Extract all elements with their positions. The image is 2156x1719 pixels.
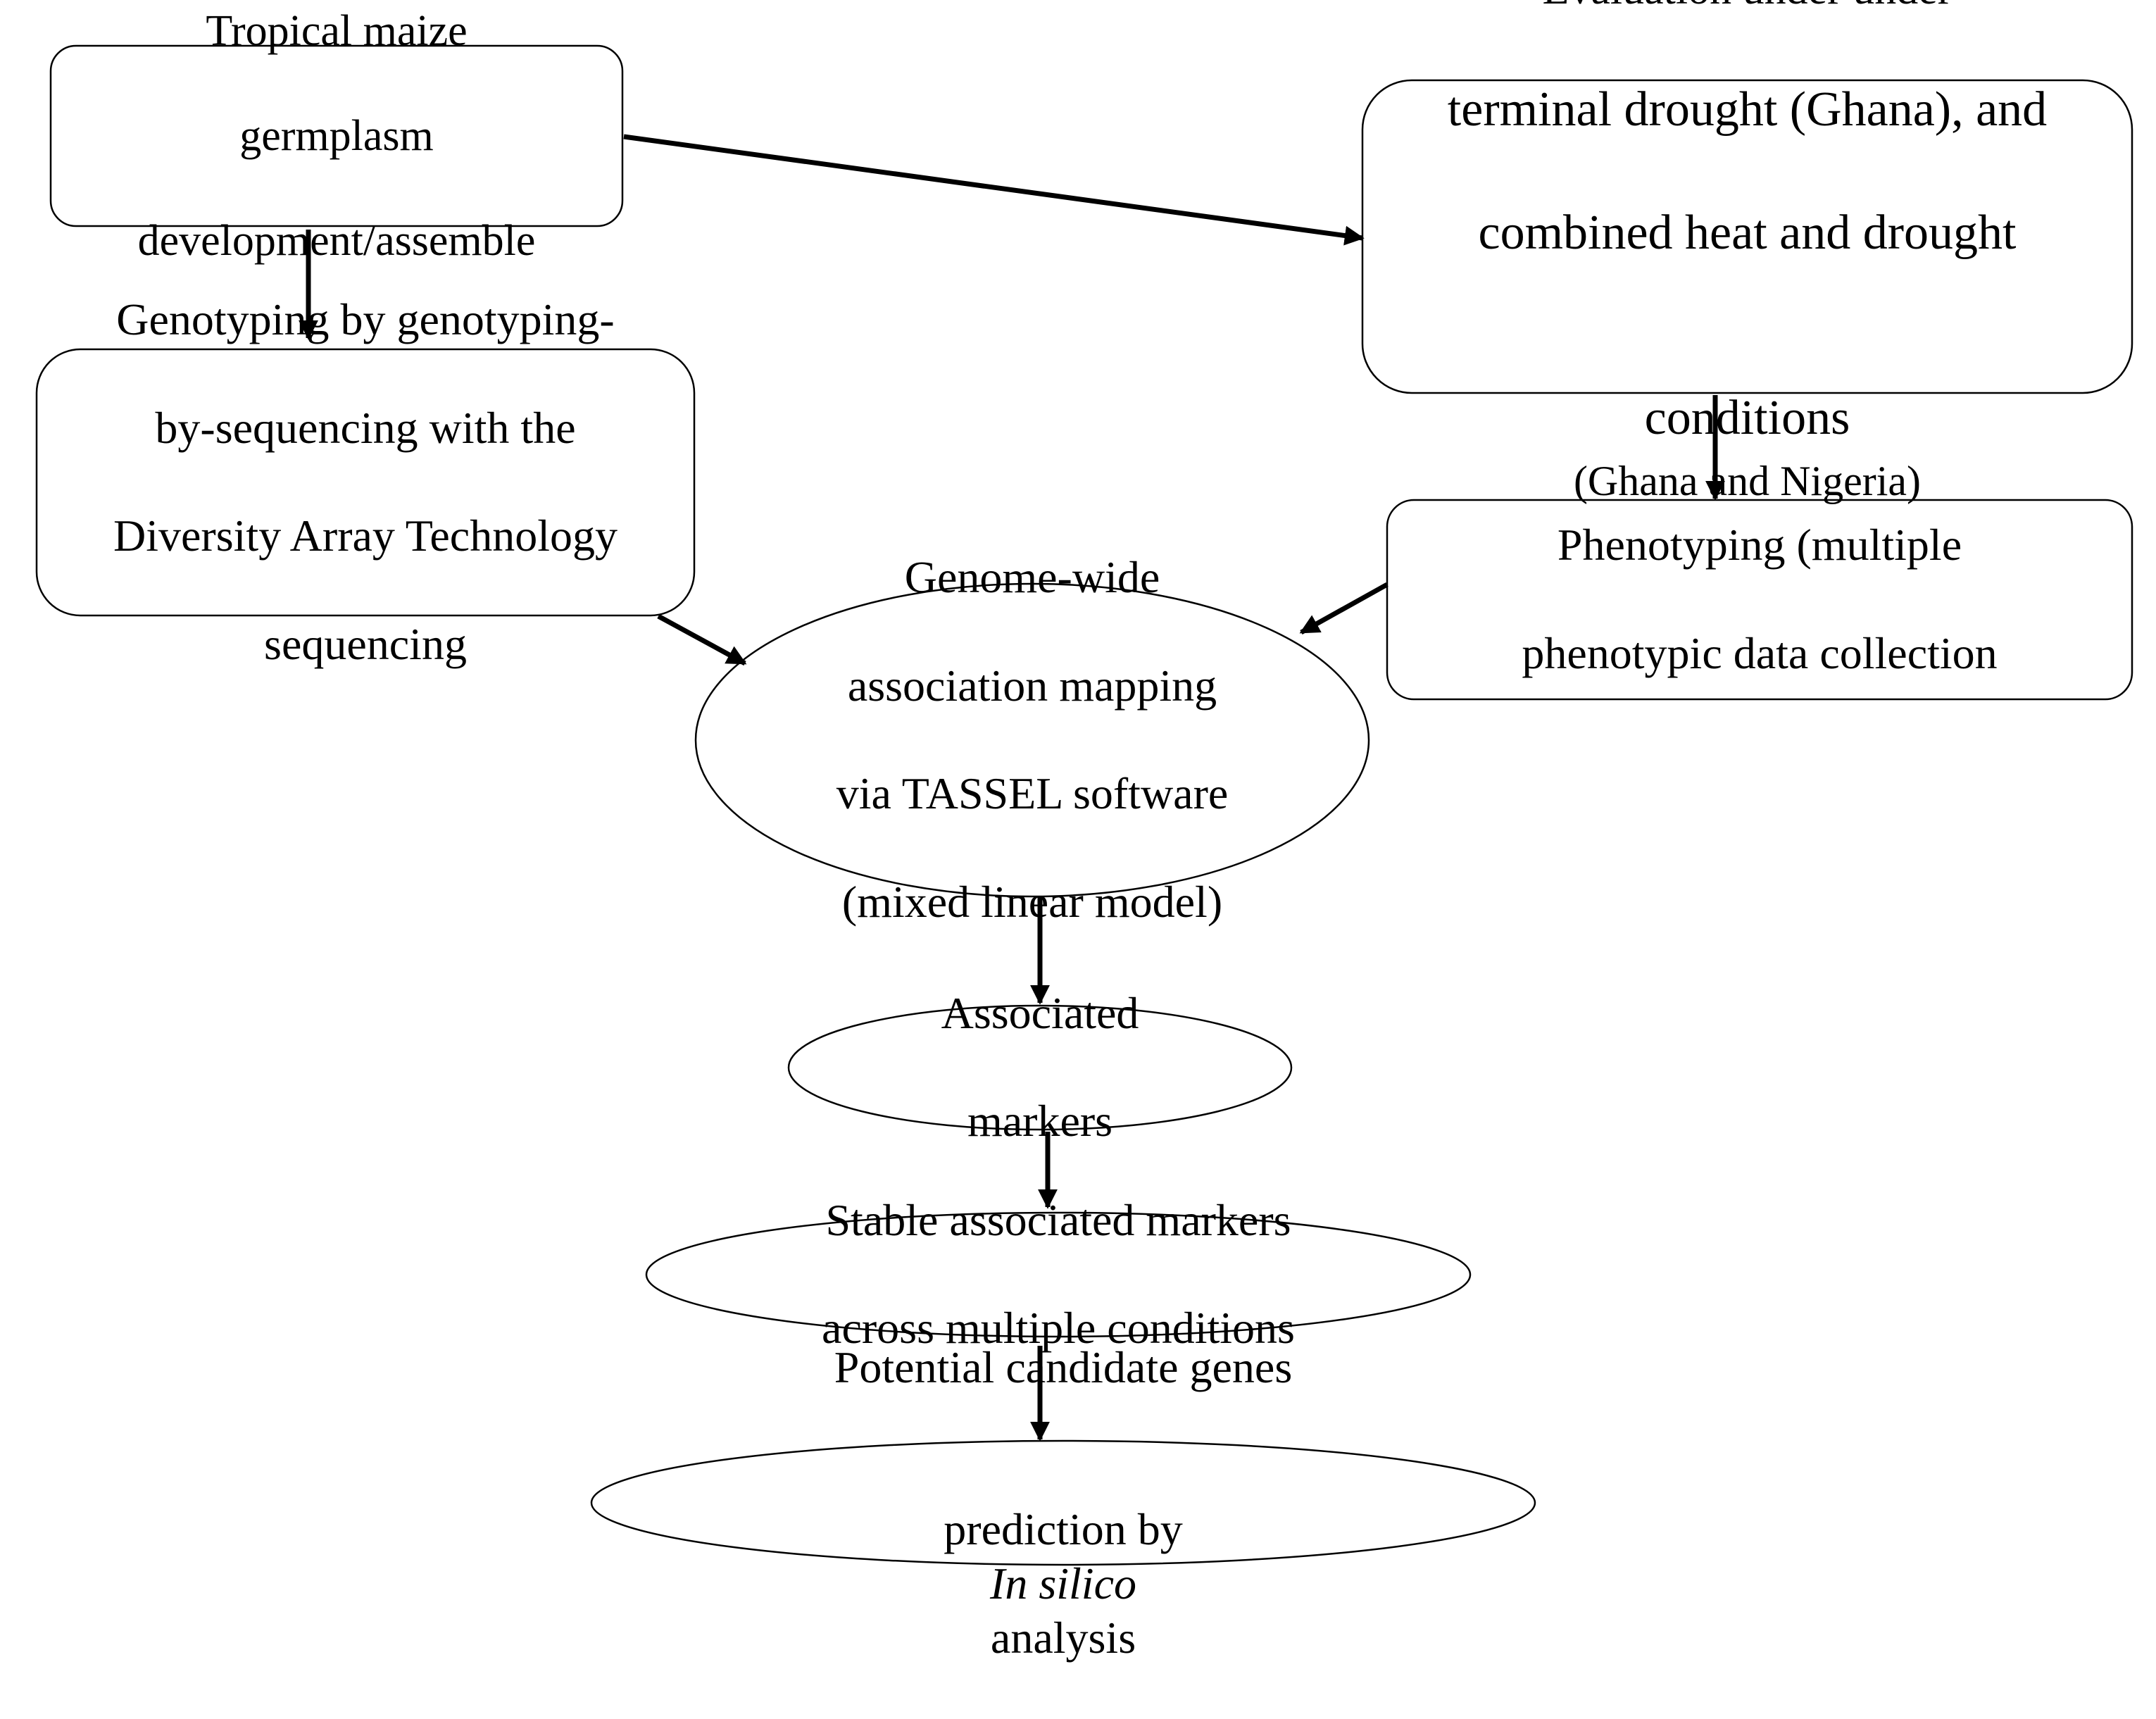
stable-line-1: Stable associated markers <box>825 1194 1291 1245</box>
germplasm-box <box>49 44 624 227</box>
germplasm-line-1: Tropical maize <box>206 7 468 56</box>
germplasm-line-2: germplasm <box>239 111 434 160</box>
gwas-label: Genome-wide association mapping via TASS… <box>696 552 1369 927</box>
stable-label: Stable associated markers across multipl… <box>646 1195 1470 1354</box>
arrow-phenotyping-to-gwas <box>1299 582 1389 635</box>
arrow-genotyping-to-gwas <box>657 613 747 666</box>
gwas-line-3: via TASSEL software <box>836 768 1229 819</box>
evaluation-line-4-main: conditions <box>1644 390 1850 445</box>
phenotyping-line-2: phenotypic data collection <box>1522 627 1998 678</box>
gwas-line-4: (mixed linear model) <box>841 877 1223 927</box>
genotyping-box <box>35 348 696 617</box>
stable-ellipse <box>645 1211 1472 1338</box>
candidate-line-2-pre: prediction by <box>944 1504 1183 1554</box>
germplasm-line-3: development/assemble <box>137 216 536 265</box>
genotyping-line-2: by-sequencing with the <box>155 402 576 453</box>
genotyping-label: Genotyping by genotyping- by-sequencing … <box>37 294 694 669</box>
genotyping-line-3: Diversity Array Technology <box>113 511 618 561</box>
evaluation-label: Evaluation under under terminal drought … <box>1362 0 2132 504</box>
gwas-line-1: Genome-wide <box>904 552 1160 603</box>
associated-line-2: markers <box>967 1096 1113 1146</box>
evaluation-line-3: combined heat and drought <box>1478 206 2017 261</box>
stable-line-2: across multiple conditions <box>822 1303 1295 1354</box>
gwas-line-2: association mapping <box>847 660 1217 711</box>
candidate-line-2-post: analysis <box>990 1612 1136 1663</box>
genotyping-line-1: Genotyping by genotyping- <box>116 294 615 345</box>
gwas-ellipse <box>694 582 1370 898</box>
associated-label: Associated markers <box>789 988 1291 1146</box>
evaluation-line-1: Evaluation under under <box>1448 0 2047 18</box>
arrow-germplasm-to-evaluation <box>623 134 1365 246</box>
candidate-line-2: prediction by In silico analysis <box>834 1449 1292 1665</box>
candidate-line-1: Potential candidate genes <box>834 1342 1293 1392</box>
evaluation-line-4-small: (Ghana and Nigeria) <box>1573 458 1922 505</box>
associated-line-1: Associated <box>941 987 1139 1038</box>
genotyping-line-4: sequencing <box>264 619 467 669</box>
associated-ellipse <box>787 1004 1293 1131</box>
evaluation-line-2: terminal drought (Ghana), and <box>1447 82 2048 137</box>
phenotyping-line-1: Phenotyping (multiple <box>1557 520 1962 570</box>
candidate-line-2-italic: In silico <box>990 1558 1136 1608</box>
candidate-label: Potential candidate genes prediction by … <box>591 1342 1535 1663</box>
flowchart-canvas <box>35 44 2133 1566</box>
germplasm-label: Tropical maize germplasm development/ass… <box>51 7 622 265</box>
candidate-ellipse <box>590 1439 1536 1566</box>
phenotyping-box <box>1386 499 2133 701</box>
phenotyping-label: Phenotyping (multiple phenotypic data co… <box>1387 500 2132 699</box>
evaluation-line-4: conditions (Ghana and Nigeria) <box>1448 325 2047 511</box>
